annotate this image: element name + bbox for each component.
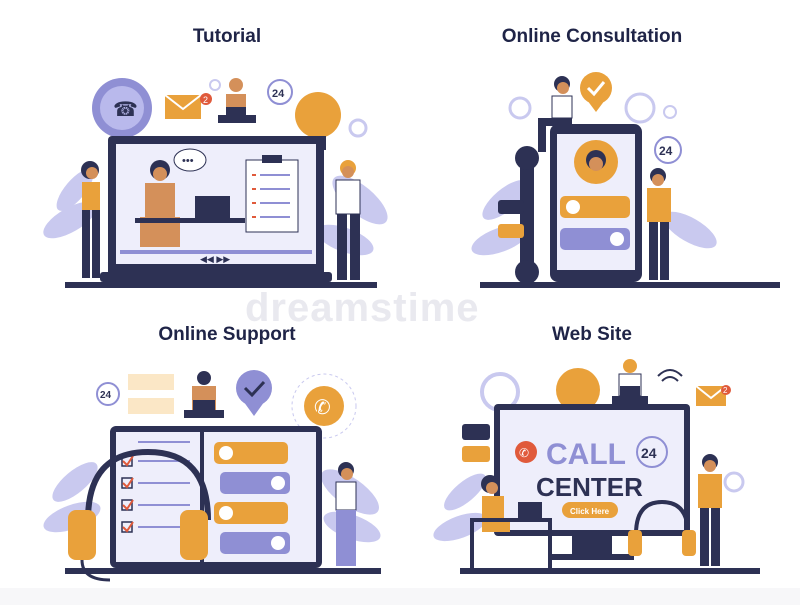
person-with-laptop: [612, 359, 648, 404]
wifi-icon: [657, 369, 683, 382]
svg-text:◀◀ ▶▶: ◀◀ ▶▶: [200, 254, 230, 264]
woman-sitting: [538, 76, 573, 152]
woman-standing: [335, 462, 357, 566]
phone-icon: [515, 441, 537, 463]
chat-bubble: [214, 442, 288, 464]
chat-bubble: [498, 200, 524, 214]
watermark: dreamstime: [245, 286, 480, 330]
person-with-laptop: [218, 78, 256, 123]
badge-24: 24: [641, 445, 657, 461]
gear-icon: [209, 79, 221, 91]
mail-count: 2: [723, 386, 728, 395]
wrench-icon: [515, 146, 539, 284]
panel-online-support: Online Support 24 ✆: [0, 302, 400, 604]
badge-24: 24: [659, 144, 673, 158]
panel-title: Web Site: [552, 324, 632, 345]
svg-text:✆: ✆: [519, 446, 529, 460]
svg-text:☎: ☎: [113, 99, 138, 121]
mail-count: 2: [203, 95, 208, 105]
check-pin-icon: [580, 72, 612, 112]
woman-standing: [81, 161, 100, 278]
badge-24: 24: [100, 390, 112, 401]
headphones-icon: [68, 448, 211, 582]
panel-web-site: Web Site 2: [400, 302, 800, 604]
review-card: [128, 398, 174, 414]
svg-text:✆: ✆: [314, 397, 331, 419]
gear-icon: [508, 96, 532, 120]
chat-bubble: [498, 224, 524, 238]
chat-bubble: [462, 424, 490, 440]
panel-title: Online Consultation: [501, 26, 683, 47]
gear-icon: [348, 118, 368, 138]
gear-icon: [624, 92, 656, 124]
panel-tutorial: Tutorial ☎ 2 24: [0, 0, 400, 302]
website-illustration: 2 ✆ CALL 24 CENTER Click Here: [433, 359, 760, 574]
woman-at-desk: [470, 475, 552, 568]
call-text: CALL: [546, 438, 626, 471]
person-with-laptop: [184, 371, 224, 418]
support-illustration: 24 ✆: [43, 370, 381, 582]
phone-icon: [304, 386, 344, 426]
man-standing: [698, 454, 722, 566]
chat-bubble: [214, 502, 288, 524]
footer-strip: [0, 588, 800, 605]
panel-title: Online Support: [158, 324, 296, 345]
man-standing: [335, 160, 361, 280]
panel-online-consultation: Online Consultation: [400, 0, 800, 302]
panel-title: Tutorial: [192, 26, 262, 47]
chat-bubble: [462, 446, 490, 462]
tutorial-illustration: ☎ 2 24: [43, 78, 388, 288]
click-here-label: Click Here: [570, 507, 610, 516]
review-card: [128, 374, 174, 390]
consultation-illustration: 24: [471, 72, 780, 288]
svg-text:•••: •••: [182, 155, 194, 167]
checklist: [245, 155, 299, 233]
speech-bubble: [173, 148, 207, 172]
check-pin-icon: [236, 370, 272, 416]
headphones-icon: [628, 499, 696, 556]
man-standing: [647, 168, 671, 280]
gear-icon: [723, 471, 745, 493]
chat-bubble: [220, 472, 290, 494]
chat-bubble: [220, 532, 290, 554]
badge-24: 24: [272, 88, 285, 100]
gear-icon: [663, 105, 677, 119]
center-text: CENTER: [536, 472, 643, 502]
click-here-button: [562, 502, 618, 518]
